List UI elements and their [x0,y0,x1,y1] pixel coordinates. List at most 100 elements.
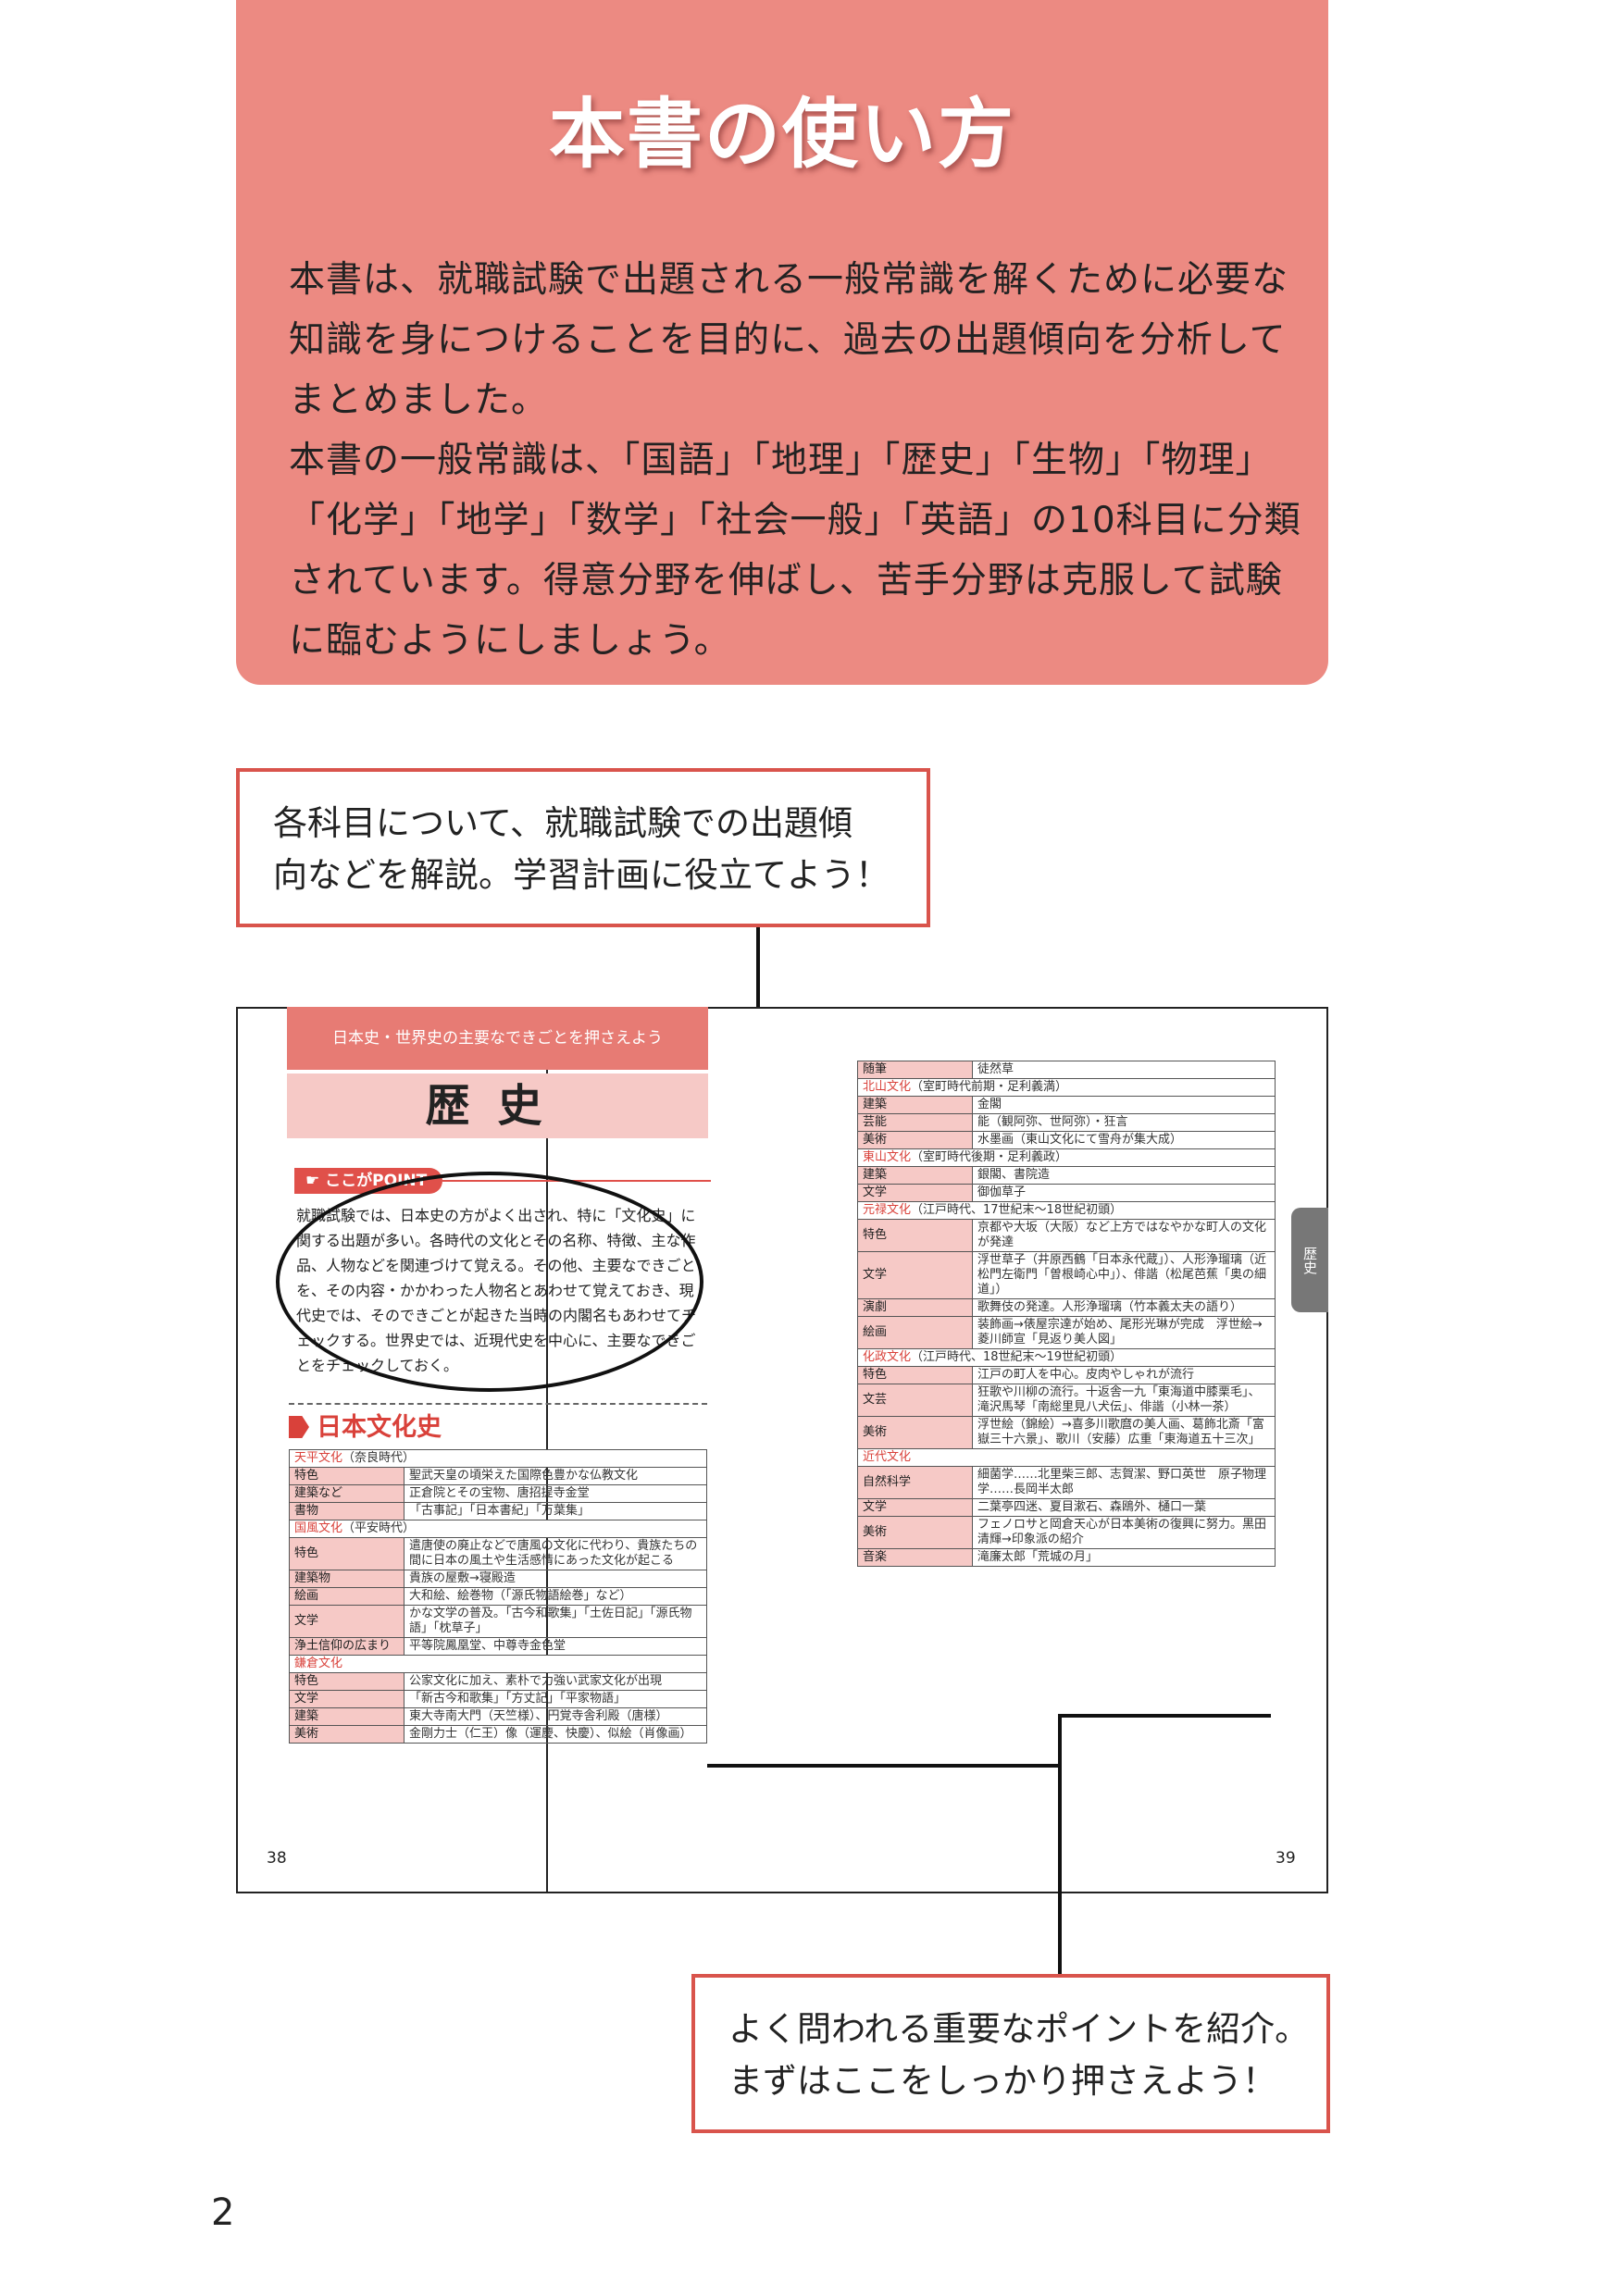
table-key: 絵画 [289,1587,404,1606]
table-row: 美術フェノロサと岡倉天心が日本美術の復興に努力。黒田清輝→印象派の紹介 [857,1516,1276,1549]
era-name: 北山文化 [863,1080,912,1094]
table-value: 金剛力士（仁王）像（運慶、快慶）、似絵（肖像画） [404,1725,707,1744]
table-row: 文学二葉亭四迷、夏目漱石、森鴎外、樋口一葉 [857,1498,1276,1517]
table-value: 水墨画（東山文化にて雪舟が集大成） [972,1131,1276,1149]
table-value: 江戸の町人を中心。皮肉やしゃれが流行 [972,1366,1276,1384]
table-value: 二葉亭四迷、夏目漱石、森鴎外、樋口一葉 [972,1498,1276,1517]
era-note: （室町時代後期・足利義政） [911,1150,1068,1164]
era-heading: 元禄文化（江戸時代、17世紀末〜18世紀初頭） [857,1201,1276,1220]
table-key: 絵画 [857,1316,973,1349]
table-key: 文学 [289,1690,404,1708]
era-name: 鎌倉文化 [294,1657,343,1670]
table-value: 滝廉太郎「荒城の月」 [972,1548,1276,1567]
table-row: 文学御伽草子 [857,1184,1276,1202]
table-row: 元禄文化（江戸時代、17世紀末〜18世紀初頭） [857,1201,1276,1220]
table-value: 金閣 [972,1096,1276,1114]
intro-line: されています。得意分野を伸ばし、苦手分野は克服して試験 [289,560,1283,602]
page-title: 本書の使い方 [548,91,1015,179]
era-heading: 近代文化 [857,1448,1276,1467]
page-number: 2 [211,2191,235,2234]
table-key: 随筆 [857,1061,973,1079]
intro-panel: 本書の使い方 本書は、就職試験で出題される一般常識を解くために必要な知識を身につ… [236,0,1328,685]
table-row: 東山文化（室町時代後期・足利義政） [857,1148,1276,1167]
table-row: 文学「新古今和歌集」「方丈記」「平家物語」 [289,1690,707,1708]
table-value: 東大寺南大門（天竺様）、円覚寺舎利殿（唐様） [404,1707,707,1726]
callout-line: よく問われる重要なポイントを紹介。 [728,2009,1310,2049]
table-row: 美術浮世絵（錦絵）→喜多川歌麿の美人画、葛飾北斎「富嶽三十六景」、歌川（安藤）広… [857,1416,1276,1449]
intro-line: 知識を身につけることを目的に、過去の出題傾向を分析して [289,319,1287,361]
table-row: 演劇歌舞伎の発達。人形浄瑠璃（竹本義太夫の語り） [857,1298,1276,1317]
table-value: 浮世絵（錦絵）→喜多川歌麿の美人画、葛飾北斎「富嶽三十六景」、歌川（安藤）広重「… [972,1416,1276,1449]
table-row: 天平文化（奈良時代） [289,1449,707,1468]
connector-line [707,1764,1062,1768]
table-row: 建築物貴族の屋敷→寝殿造 [289,1570,707,1588]
table-row: 国風文化（平安時代） [289,1520,707,1538]
table-key: 特色 [857,1219,973,1252]
hand-pointer-icon: ☛ [305,1172,326,1190]
table-value: 正倉院とその宝物、唐招提寺金堂 [404,1484,707,1503]
era-note: （江戸時代、18世紀末〜19世紀初頭） [911,1350,1123,1364]
table-key: 自然科学 [857,1466,973,1499]
table-row: 特色遣唐使の廃止などで唐風の文化に代わり、貴族たちの間に日本の風土や生活感情にあ… [289,1537,707,1570]
table-key: 書物 [289,1502,404,1520]
table-key: 芸能 [857,1113,973,1132]
table-value: 歌舞伎の発達。人形浄瑠璃（竹本義太夫の語り） [972,1298,1276,1317]
arrow-marker-icon [289,1416,309,1438]
table-key: 特色 [289,1467,404,1485]
table-key: 特色 [289,1537,404,1570]
table-value: 細菌学……北里柴三郎、志賀潔、野口英世 原子物理学……長岡半太郎 [972,1466,1276,1499]
table-value: 京都や大坂（大阪）など上方ではなやかな町人の文化が発達 [972,1219,1276,1252]
connector-line [1058,1714,1062,1976]
culture-history-heading: 日本文化史 [289,1409,442,1446]
dashed-divider [289,1403,707,1405]
table-value: 狂歌や川柳の流行。十返舎一九「東海道中膝栗毛」、滝沢馬琴「南総里見八犬伝」、俳諧… [972,1384,1276,1417]
connector-line [1058,1714,1271,1718]
left-culture-table: 天平文化（奈良時代）特色聖武天皇の頃栄えた国際色豊かな仏教文化建築など正倉院とそ… [289,1449,707,1744]
era-name: 国風文化 [294,1521,343,1535]
table-row: 音楽滝廉太郎「荒城の月」 [857,1548,1276,1567]
table-value: 御伽草子 [972,1184,1276,1202]
callout-subject-overview: 各科目について、就職試験での出題傾 向などを解説。学習計画に役立てよう！ [236,768,930,927]
table-key: 音楽 [857,1548,973,1567]
table-value: 徒然草 [972,1061,1276,1079]
table-key: 文学 [857,1184,973,1202]
table-key: 建築など [289,1484,404,1503]
spread-page-number-left: 38 [267,1849,287,1868]
table-row: 文芸狂歌や川柳の流行。十返舎一九「東海道中膝栗毛」、滝沢馬琴「南総里見八犬伝」、… [857,1384,1276,1417]
table-key: 建築 [857,1166,973,1185]
table-row: 芸能能（観阿弥、世阿弥）・狂言 [857,1113,1276,1132]
table-row: 文学かな文学の普及。「古今和歌集」「土佐日記」「源氏物語」「枕草子」 [289,1605,707,1638]
table-key: 建築物 [289,1570,404,1588]
intro-line: に臨むようにしましょう。 [289,620,731,662]
table-value: 浮世草子（井原西鶴「日本永代蔵」）、人形浄瑠璃（近松門左衛門「曽根崎心中」）、俳… [972,1251,1276,1299]
table-row: 書物「古事記」「日本書紀」「万葉集」 [289,1502,707,1520]
era-name: 天平文化 [294,1451,343,1465]
section-banner: 日本史・世界史の主要なできごとを押さえよう [287,1007,708,1070]
table-row: 化政文化（江戸時代、18世紀末〜19世紀初頭） [857,1348,1276,1367]
subject-side-tab: 歴史 [1291,1208,1328,1312]
era-heading: 北山文化（室町時代前期・足利義満） [857,1078,1276,1097]
table-key: 浄土信仰の広まり [289,1637,404,1656]
callout-key-points: よく問われる重要なポイントを紹介。 まずはここをしっかり押さえよう！ [691,1974,1330,2133]
era-name: 元禄文化 [863,1203,912,1217]
table-row: 美術水墨画（東山文化にて雪舟が集大成） [857,1131,1276,1149]
table-row: 絵画装飾画→俵屋宗達が始め、尾形光琳が完成 浮世絵→菱川師宣「見返り美人図」 [857,1316,1276,1349]
table-value: 銀閣、書院造 [972,1166,1276,1185]
table-row: 建築銀閣、書院造 [857,1166,1276,1185]
table-value: 能（観阿弥、世阿弥）・狂言 [972,1113,1276,1132]
era-heading: 天平文化（奈良時代） [289,1449,707,1468]
era-note: （江戸時代、17世紀末〜18世紀初頭） [911,1203,1123,1217]
right-culture-table: 随筆徒然草北山文化（室町時代前期・足利義満） 建築 金閣芸能能（観阿弥、世阿弥）・狂… [857,1061,1276,1567]
era-note: （平安時代） [342,1521,416,1535]
table-key: 特色 [289,1672,404,1691]
table-row: 随筆徒然草 [857,1061,1276,1079]
callout-line: まずはここをしっかり押さえよう！ [728,2061,1276,2101]
table-row: 建築東大寺南大門（天竺様）、円覚寺舎利殿（唐様） [289,1707,707,1726]
table-value: 遣唐使の廃止などで唐風の文化に代わり、貴族たちの間に日本の風土や生活感情にあった… [404,1537,707,1570]
era-note: （奈良時代） [342,1451,416,1465]
table-key: 文学 [857,1498,973,1517]
highlight-oval [276,1172,703,1392]
intro-line: まとめました。 [289,379,549,421]
table-row: 特色聖武天皇の頃栄えた国際色豊かな仏教文化 [289,1467,707,1485]
era-name: 東山文化 [863,1150,912,1164]
